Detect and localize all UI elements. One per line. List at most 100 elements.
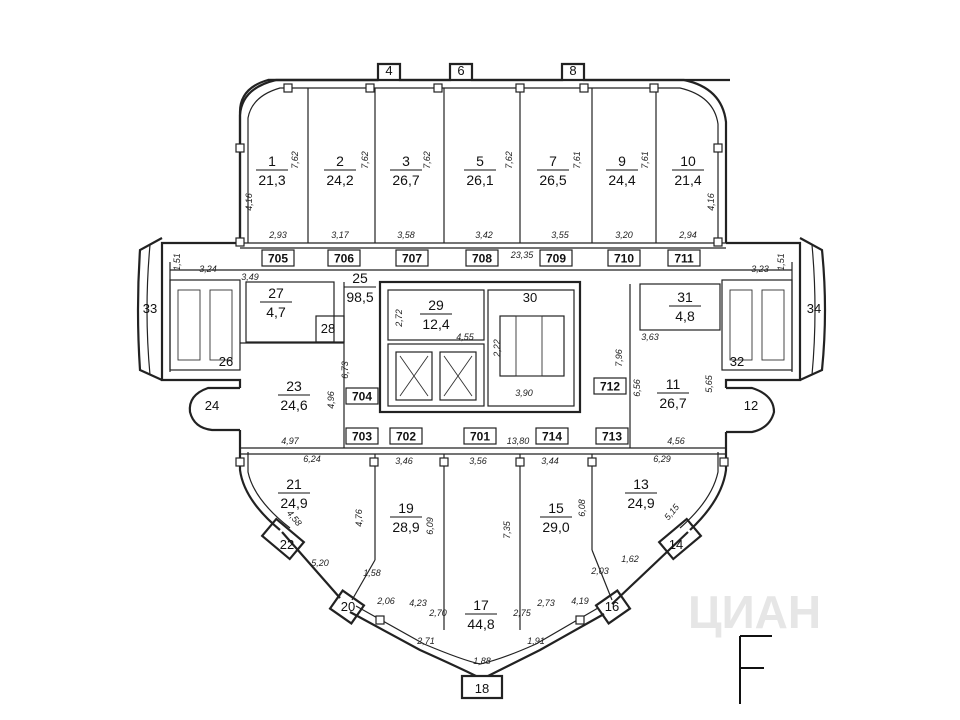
dimension-label: 4,96 bbox=[326, 391, 336, 409]
label-22: 22 bbox=[280, 537, 294, 552]
room-area: 24,4 bbox=[608, 172, 635, 188]
dimension-label: 1,91 bbox=[527, 636, 545, 646]
label-18: 18 bbox=[475, 681, 489, 696]
room-number: 3 bbox=[402, 153, 410, 169]
room-number: 31 bbox=[677, 289, 693, 305]
dimension-label: 4,55 bbox=[456, 332, 475, 342]
partitions bbox=[169, 83, 793, 700]
label-34: 34 bbox=[807, 301, 821, 316]
room-area: 24,9 bbox=[627, 495, 654, 511]
dimension-label: 23,35 bbox=[510, 250, 535, 260]
dimension-label: 1,51 bbox=[776, 253, 786, 271]
room-number: 5 bbox=[476, 153, 484, 169]
dimension-label: 4,56 bbox=[667, 436, 685, 446]
dimension-label: 2,73 bbox=[536, 598, 555, 608]
room-area: 28,9 bbox=[392, 519, 419, 535]
apartment-711: 711 bbox=[667, 249, 701, 267]
watermark-text: ЦИАН bbox=[688, 586, 821, 638]
apartment-number: 705 bbox=[268, 252, 288, 266]
dimension-label: 7,35 bbox=[502, 520, 512, 539]
label-20: 20 bbox=[341, 599, 355, 614]
dimension-label: 3,44 bbox=[541, 456, 559, 466]
apartment-708: 708 bbox=[465, 249, 499, 267]
dimension-label: 7,61 bbox=[640, 151, 650, 169]
dimension-label: 7,62 bbox=[422, 151, 432, 169]
apartment-701: 701 bbox=[463, 427, 497, 445]
room-area: 29,0 bbox=[542, 519, 569, 535]
room-1: 121,3 bbox=[256, 153, 288, 188]
dimension-label: 13,80 bbox=[507, 436, 530, 446]
dimension-label: 2,06 bbox=[376, 596, 395, 606]
dimension-label: 4,16 bbox=[706, 193, 716, 211]
room-area: 24,9 bbox=[280, 495, 307, 511]
room-number: 10 bbox=[680, 153, 696, 169]
apartment-712: 712 bbox=[593, 377, 627, 395]
apartment-number: 711 bbox=[674, 252, 694, 266]
dimension-label: 4,16 bbox=[244, 193, 254, 211]
dimension-label: 7,62 bbox=[360, 151, 370, 169]
room-2: 224,2 bbox=[324, 153, 356, 188]
room-area: 98,5 bbox=[346, 289, 373, 305]
dimension-label: 7,62 bbox=[504, 151, 514, 169]
dimension-label: 3,24 bbox=[199, 264, 217, 274]
room-number: 13 bbox=[633, 476, 649, 492]
compass-letter: F bbox=[0, 0, 34, 12]
dimension-label: 3,17 bbox=[331, 230, 350, 240]
room-number: 17 bbox=[473, 597, 489, 613]
apartment-number: 708 bbox=[472, 252, 492, 266]
dimension-label: 6,08 bbox=[577, 499, 587, 517]
dimension-label: 4,97 bbox=[281, 436, 300, 446]
dimension-label: 1,62 bbox=[621, 554, 639, 564]
apartment-713: 713 bbox=[595, 427, 629, 445]
dimension-label: 3,49 bbox=[241, 272, 259, 282]
dimension-label: 2,71 bbox=[416, 636, 435, 646]
apartment-705: 705 bbox=[261, 249, 295, 267]
apartment-714: 714 bbox=[535, 427, 569, 445]
room-area: 4,7 bbox=[266, 304, 286, 320]
dimension-label: 4,58 bbox=[285, 508, 304, 528]
apartment-number: 709 bbox=[546, 252, 566, 266]
room-27: 274,7 bbox=[260, 285, 292, 320]
room-3: 326,7 bbox=[390, 153, 422, 188]
dimension-label: 3,90 bbox=[515, 388, 533, 398]
label-8: 8 bbox=[569, 63, 576, 78]
dimension-label: 4,23 bbox=[409, 598, 427, 608]
apartment-number: 704 bbox=[352, 390, 372, 404]
dimension-label: 3,46 bbox=[395, 456, 413, 466]
apartment-number: 701 bbox=[470, 430, 490, 444]
room-area: 44,8 bbox=[467, 616, 494, 632]
room-31: 314,8 bbox=[669, 289, 701, 324]
apartment-number: 707 bbox=[402, 252, 422, 266]
apartment-710: 710 bbox=[607, 249, 641, 267]
dimension-label: 3,56 bbox=[469, 456, 487, 466]
dimension-label: 6,24 bbox=[303, 454, 321, 464]
room-13: 13 24,9 bbox=[625, 476, 657, 511]
apartment-707: 707 bbox=[395, 249, 429, 267]
label-30: 30 bbox=[523, 290, 537, 305]
label-6: 6 bbox=[457, 63, 464, 78]
dimension-label: 3,55 bbox=[551, 230, 570, 240]
dimension-label: 3,58 bbox=[397, 230, 415, 240]
room-number: 7 bbox=[549, 153, 557, 169]
room-labels: 121,3224,2326,7526,1726,5924,41021,42598… bbox=[256, 153, 704, 632]
outer-walls bbox=[136, 62, 827, 677]
apartment-702: 702 bbox=[389, 427, 423, 445]
room-area: 12,4 bbox=[422, 316, 449, 332]
apartment-number: 712 bbox=[600, 380, 620, 394]
label-28: 28 bbox=[321, 321, 335, 336]
room-area: 26,7 bbox=[392, 172, 419, 188]
dimension-label: 3,63 bbox=[641, 332, 659, 342]
room-area: 24,2 bbox=[326, 172, 353, 188]
dimension-label: 2,72 bbox=[394, 309, 404, 328]
label-14: 14 bbox=[669, 537, 683, 552]
dimension-label: 5,65 bbox=[704, 374, 714, 393]
dimension-label: 2,94 bbox=[678, 230, 697, 240]
room-area: 26,7 bbox=[659, 395, 686, 411]
dimension-label: 1,88 bbox=[473, 656, 491, 666]
apartment-number: 706 bbox=[334, 252, 354, 266]
